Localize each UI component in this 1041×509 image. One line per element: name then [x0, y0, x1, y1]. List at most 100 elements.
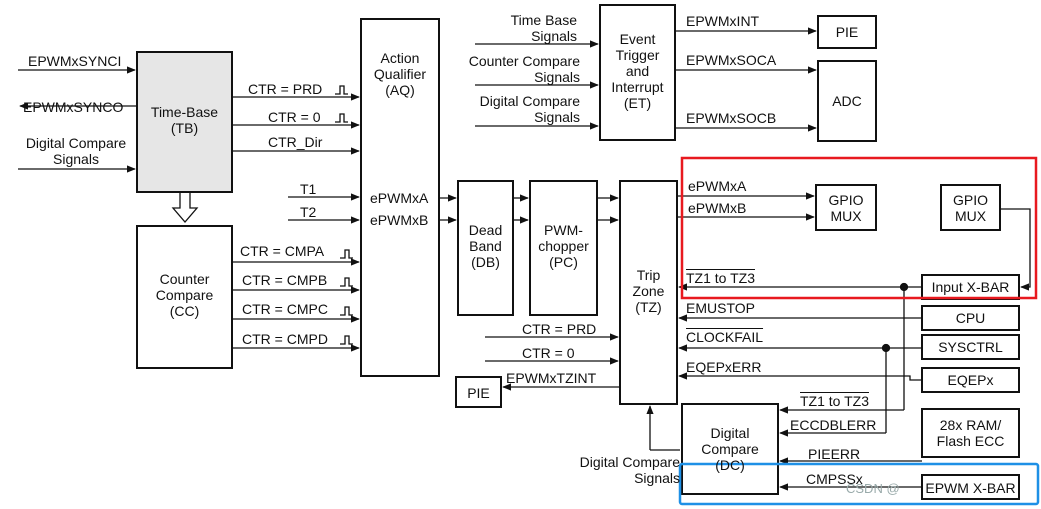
dcs-top-line1: Digital Compare — [479, 93, 580, 109]
pc-abbr: (PC) — [549, 254, 578, 270]
cmpssx-label: CMPSSx — [806, 471, 863, 487]
time-base-signals-label: Time Base Signals — [440, 12, 577, 44]
gpio-mux-a-line1: GPIO — [828, 192, 864, 208]
event-trigger-box — [599, 4, 676, 141]
pie-top-label: PIE — [835, 24, 859, 40]
counter-compare-box — [136, 225, 233, 369]
adc-label: ADC — [832, 93, 862, 109]
ctr-cmpa-label: CTR = CMPA — [240, 243, 325, 259]
db-line1: Dead — [468, 222, 503, 238]
t2-label: T2 — [300, 204, 317, 220]
tz-abbr: (TZ) — [635, 299, 662, 315]
tz-ctr-zero-label: CTR = 0 — [522, 345, 575, 361]
time-base-abbr: (TB) — [170, 120, 199, 136]
dc-signals-left-line2: Signals — [53, 151, 99, 167]
dc-tz1-to-tz3-label: TZ1 to TZ3 — [800, 393, 869, 409]
counter-compare-label: Counter Compare (CC) — [137, 271, 232, 319]
counter-compare-signals-label: Counter Compare Signals — [440, 53, 580, 85]
time-base-title: Time-Base — [150, 104, 219, 120]
action-qualifier-label: Action Qualifier (AQ) — [361, 50, 439, 98]
db-line2: Band — [469, 238, 502, 254]
gpio-mux-b-line1: GPIO — [952, 192, 988, 208]
pc-line2: chopper — [538, 238, 589, 254]
ram-ecc-line1: 28x RAM/ — [939, 417, 1002, 433]
tbs-line2: Signals — [531, 28, 577, 44]
ctr-cmpc-label: CTR = CMPC — [242, 301, 328, 317]
db-abbr: (DB) — [471, 254, 500, 270]
aq-out-b-label: ePWMxB — [370, 212, 429, 228]
tz-out-a-label: ePWMxA — [688, 178, 747, 194]
dcs-bottom-line2: Signals — [634, 470, 680, 486]
pc-line1: PWM- — [544, 222, 583, 238]
digital-compare-label: Digital Compare (DC) — [682, 425, 778, 473]
et-line4: Interrupt — [611, 79, 664, 95]
tz-ctr-prd-label: CTR = PRD — [522, 321, 597, 337]
gpio-mux-b-label: GPIO MUX — [941, 192, 1000, 224]
watermark: CSDN @ — [846, 481, 900, 496]
ctr-cmpd-label: CTR = CMPD — [242, 331, 328, 347]
ram-ecc-box — [921, 408, 1020, 458]
dead-band-label: Dead Band (DB) — [458, 222, 513, 270]
ctr-prd-label: CTR = PRD — [248, 81, 323, 97]
blue-highlight-frame — [678, 462, 1040, 506]
eqepxerr-label: EQEPxERR — [686, 359, 762, 375]
ctr-dir-label: CTR_Dir — [268, 134, 323, 150]
et-line1: Event — [619, 31, 656, 47]
pieerr-label: PIEERR — [808, 446, 861, 462]
gpio-mux-a-box — [815, 184, 877, 231]
input-xbar-label: Input X-BAR — [931, 279, 1010, 295]
time-base-label: Time-Base (TB) — [137, 104, 232, 136]
epwmxtzint-label: EPWMxTZINT — [506, 370, 597, 386]
dc-line2: Compare — [701, 441, 759, 457]
eqepx-label: EQEPx — [947, 372, 994, 388]
syncout-label: EPWMxSYNCO — [23, 99, 124, 115]
syncin-label: EPWMxSYNCI — [28, 53, 122, 69]
tz1-to-tz3-label: TZ1 to TZ3 — [686, 270, 755, 286]
digital-compare-signals-top-label: Digital Compare Signals — [440, 93, 580, 125]
clockfail-label: CLOCKFAIL — [686, 329, 764, 345]
dc-line1: Digital — [710, 425, 750, 441]
epwmxint-label: EPWMxINT — [686, 13, 760, 29]
pwm-chopper-label: PWM- chopper (PC) — [530, 222, 597, 270]
epwmxsocb-label: EPWMxSOCB — [686, 110, 777, 126]
time-base-box — [136, 51, 233, 193]
gpio-mux-a-line2: MUX — [830, 208, 862, 224]
dc-signals-left-label: Digital Compare Signals — [14, 135, 138, 167]
ccs-line2: Signals — [534, 69, 580, 85]
emustop-label: EMUSTOP — [686, 300, 755, 316]
trip-zone-box — [619, 180, 678, 405]
ctr-cmpb-label: CTR = CMPB — [242, 272, 328, 288]
dcs-bottom-line1: Digital Compare — [579, 454, 680, 470]
gpio-mux-a-label: GPIO MUX — [816, 192, 876, 224]
epwm-xbar-label: EPWM X-BAR — [925, 480, 1016, 496]
pie-bottom-box — [455, 376, 502, 408]
et-line3: and — [625, 63, 650, 79]
pie-top-box — [817, 15, 877, 49]
ccs-line1: Counter Compare — [468, 53, 580, 69]
adc-box — [817, 60, 877, 142]
et-line2: Trigger — [615, 47, 660, 63]
gpio-mux-b-line2: MUX — [954, 208, 987, 224]
tz-line1: Trip — [636, 267, 661, 283]
trip-zone-label: Trip Zone (TZ) — [620, 267, 677, 315]
aq-line2: Qualifier — [373, 66, 427, 82]
pwm-chopper-box — [529, 180, 598, 316]
tbs-line1: Time Base — [510, 12, 577, 28]
dc-abbr: (DC) — [715, 457, 745, 473]
aq-abbr: (AQ) — [385, 82, 415, 98]
aq-out-a-label: ePWMxA — [370, 190, 429, 206]
counter-compare-line1: Counter — [159, 271, 210, 287]
counter-compare-line2: Compare — [155, 287, 214, 303]
ram-ecc-label: 28x RAM/ Flash ECC — [922, 417, 1019, 449]
dcs-top-line2: Signals — [534, 109, 580, 125]
event-trigger-label: Event Trigger and Interrupt (ET) — [600, 31, 675, 111]
digital-compare-box — [681, 403, 779, 495]
dc-signals-left-line1: Digital Compare — [25, 135, 127, 151]
dead-band-box — [457, 180, 514, 316]
dc-signals-bottom-label: Digital Compare Signals — [560, 454, 680, 486]
epwmxsoca-label: EPWMxSOCA — [686, 52, 777, 68]
sysctrl-box — [921, 334, 1020, 360]
sysctrl-label: SYSCTRL — [938, 339, 1003, 355]
